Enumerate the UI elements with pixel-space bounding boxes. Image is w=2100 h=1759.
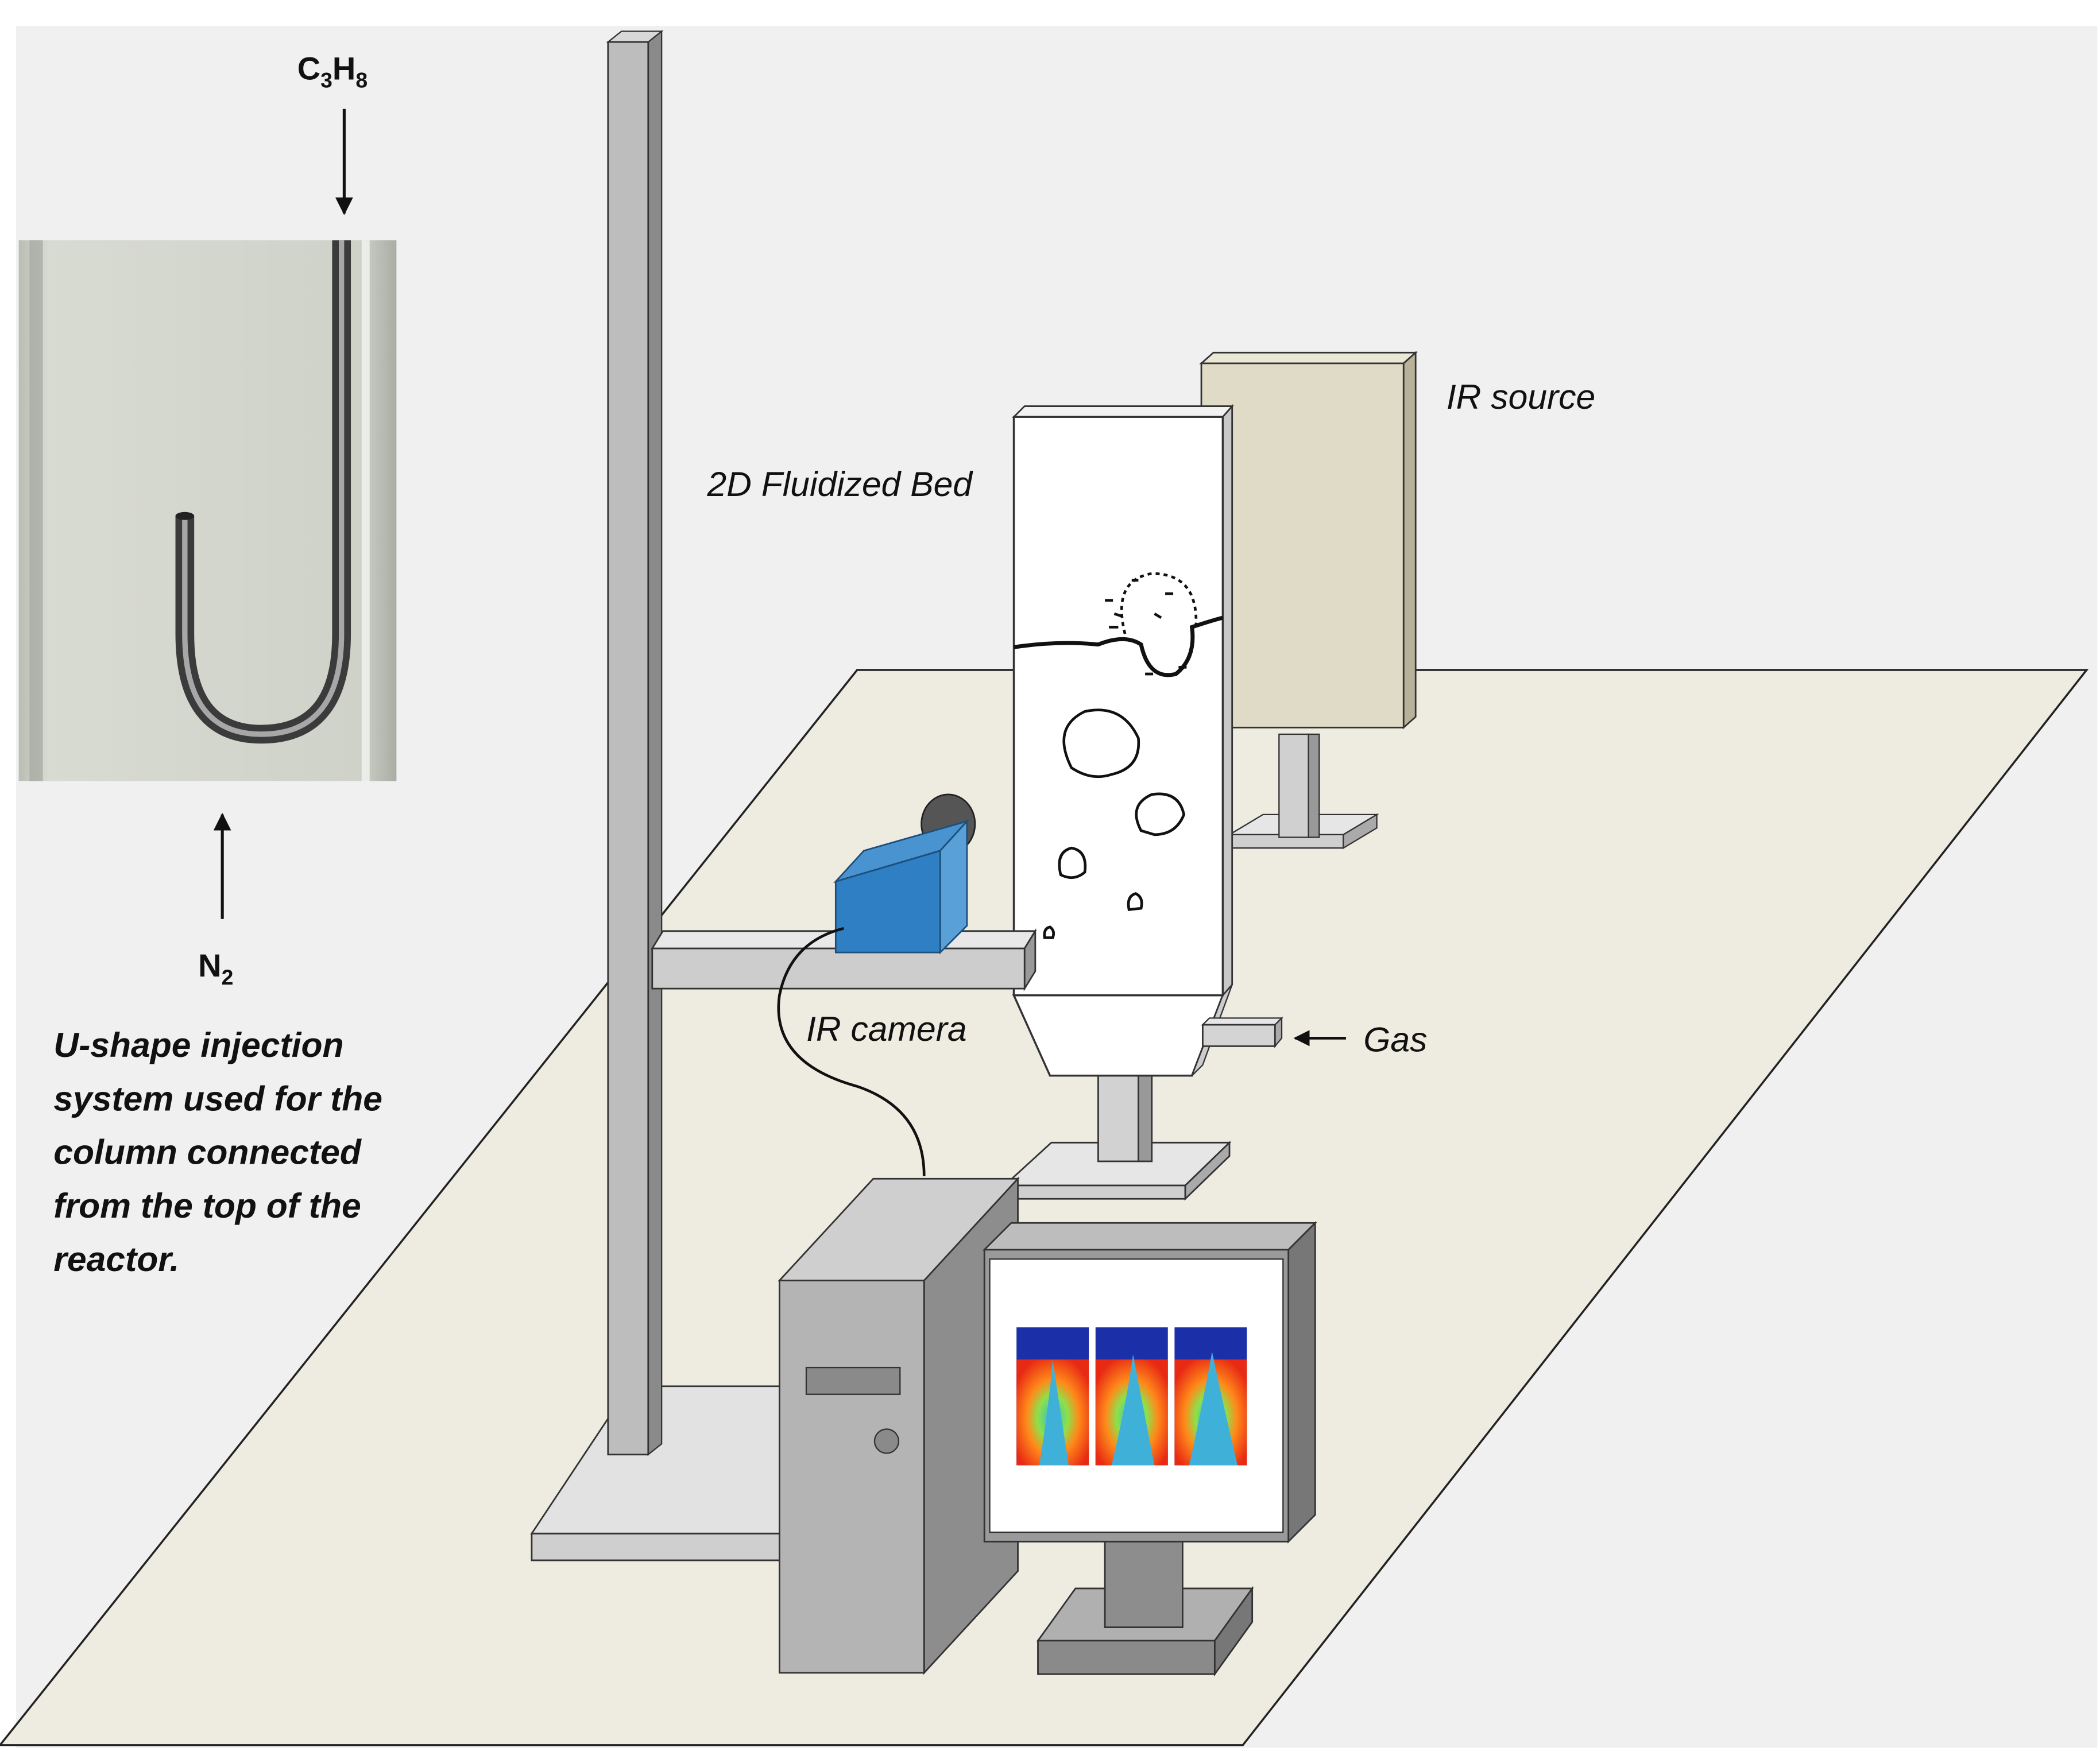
stand-arm — [651, 928, 1037, 992]
caption-line: system used for the — [53, 1079, 382, 1118]
ir-camera-label: IR camera — [806, 1009, 967, 1048]
caption-line: reactor. — [53, 1239, 179, 1278]
ir-source-panel — [1199, 351, 1418, 850]
caption-line: from the top of the — [53, 1186, 361, 1225]
stand-pole-side — [647, 30, 663, 1456]
thermal-image-icon — [1016, 1327, 1247, 1466]
fluidized-bed-column — [1012, 404, 1234, 1077]
gas-label: Gas — [1363, 1020, 1427, 1059]
u-tube-photo — [18, 240, 397, 781]
computer-tower-icon — [778, 1176, 1020, 1675]
bed-support — [1002, 1072, 1232, 1201]
stand-pole — [607, 41, 649, 1456]
gas-inlet-pipe — [1201, 1016, 1283, 1048]
fluidized-bed-label: 2D Fluidized Bed — [706, 464, 973, 503]
floor-plane — [0, 669, 2089, 1746]
caption-line: column connected — [53, 1133, 362, 1172]
caption-line: U-shape injection — [53, 1025, 343, 1064]
camera-cable — [777, 927, 926, 1176]
n2-label: N2 — [198, 947, 233, 989]
top-white-patch — [247, 4, 435, 26]
ir-source-label: IR source — [1447, 377, 1595, 416]
caption: U-shape injection system used for the co… — [53, 1025, 382, 1278]
ir-camera-icon — [833, 793, 976, 955]
c3h8-label: C3H8 — [297, 50, 368, 92]
